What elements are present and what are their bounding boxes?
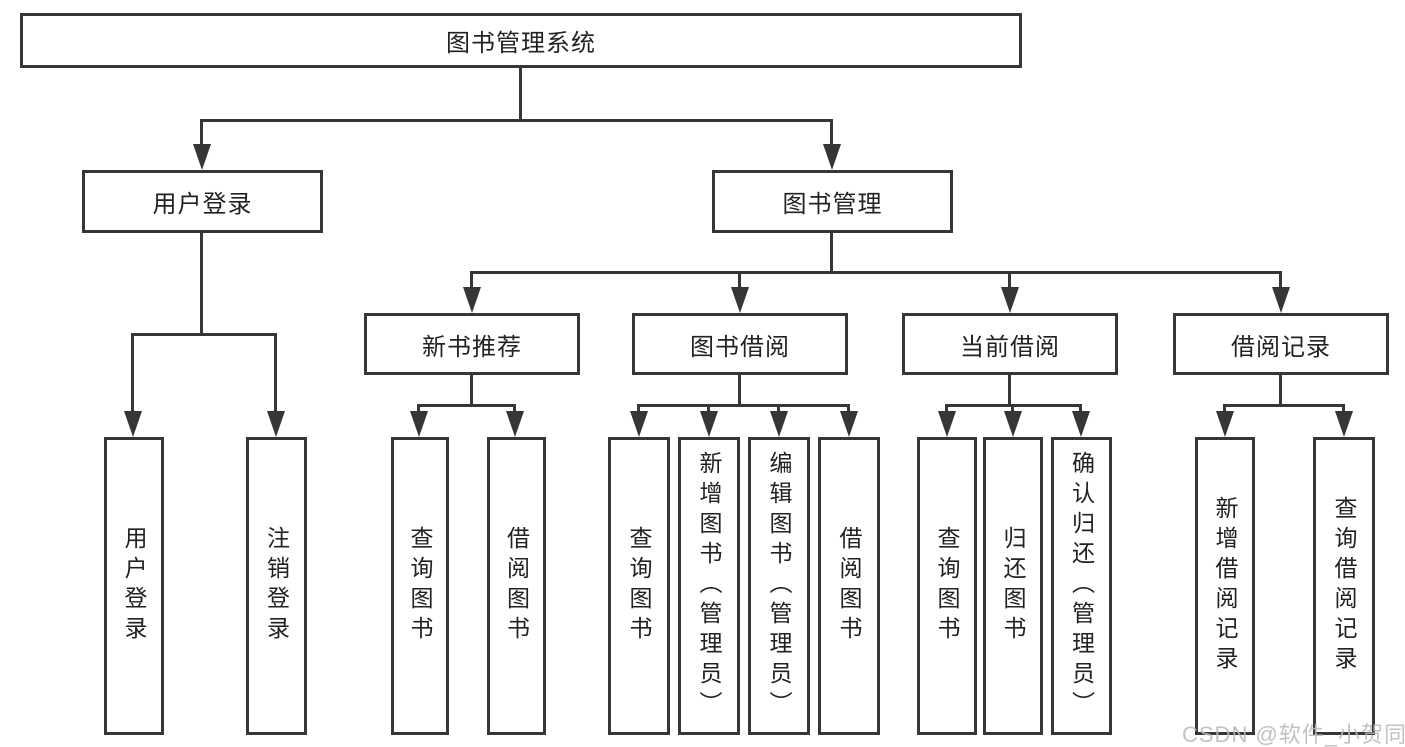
connector-line [1011,404,1014,415]
connector-line [637,404,640,415]
connector-line [131,333,277,336]
connector-line [707,404,710,415]
connector-line [513,404,516,415]
arrowhead-down-icon [193,144,211,170]
connector-line [1079,404,1082,415]
connector-line [637,404,850,407]
connector-line [777,404,780,415]
connector-line [131,333,134,413]
leaf-confirm-return-admin: 确认归还（管理员） [1051,437,1112,735]
leaf-add-books-admin: 新增图书（管理员） [678,437,740,735]
arrowhead-down-icon [1004,411,1022,437]
arrowhead-down-icon [267,411,285,437]
arrowhead-down-icon [770,411,788,437]
connector-line [417,404,516,407]
node-user-login: 用户登录 [82,170,323,233]
node-book-borrowing: 图书借阅 [632,313,848,375]
leaf-query-borrow-record: 查询借阅记录 [1313,437,1375,735]
arrowhead-down-icon [506,411,524,437]
csdn-watermark: CSDN @软件_小贺同学 [1182,722,1405,747]
connector-line [470,271,1282,274]
arrowhead-down-icon [938,411,956,437]
leaf-borrowing-borrow-books: 借阅图书 [818,437,880,735]
connector-line [738,271,741,290]
connector-line [200,119,203,147]
connector-line [1342,404,1345,415]
connector-line [1008,375,1011,407]
connector-line [945,404,948,415]
node-current-borrowing: 当前借阅 [902,313,1118,375]
connector-line [1279,271,1282,290]
connector-line [470,375,473,407]
arrowhead-down-icon [700,411,718,437]
arrowhead-down-icon [840,411,858,437]
node-book-management: 图书管理 [712,170,953,233]
arrowhead-down-icon [410,411,428,437]
connector-line [847,404,850,415]
connector-line [1279,375,1282,407]
arrowhead-down-icon [1272,287,1290,313]
leaf-logout: 注销登录 [246,437,307,735]
leaf-current-query-books: 查询图书 [917,437,977,735]
leaf-recommend-query-books: 查询图书 [391,437,449,735]
leaf-recommend-borrow-books: 借阅图书 [487,437,546,735]
connector-line [200,119,833,122]
arrowhead-down-icon [124,411,142,437]
arrowhead-down-icon [1072,411,1090,437]
arrowhead-down-icon [630,411,648,437]
arrowhead-down-icon [1216,411,1234,437]
connector-line [417,404,420,415]
connector-line [830,233,833,274]
leaf-return-books: 归还图书 [983,437,1043,735]
arrowhead-down-icon [1335,411,1353,437]
connector-line [274,333,277,413]
connector-line [738,375,741,407]
connector-line [1008,271,1011,290]
node-book-management-system: 图书管理系统 [20,13,1022,68]
leaf-add-borrow-record: 新增借阅记录 [1195,437,1255,735]
node-borrowing-records: 借阅记录 [1173,313,1389,375]
connector-line [1223,404,1226,415]
leaf-borrowing-query-books: 查询图书 [608,437,670,735]
arrowhead-down-icon [731,287,749,313]
connector-line [470,271,473,290]
node-new-book-recommendation: 新书推荐 [364,313,580,375]
connector-line [830,119,833,147]
connector-line [200,233,203,336]
arrowhead-down-icon [1001,287,1019,313]
arrowhead-down-icon [463,287,481,313]
leaf-user-login: 用户登录 [104,437,164,735]
connector-line [1223,404,1345,407]
leaf-edit-books-admin: 编辑图书（管理员） [748,437,810,735]
arrowhead-down-icon [823,144,841,170]
connector-line [519,68,522,122]
